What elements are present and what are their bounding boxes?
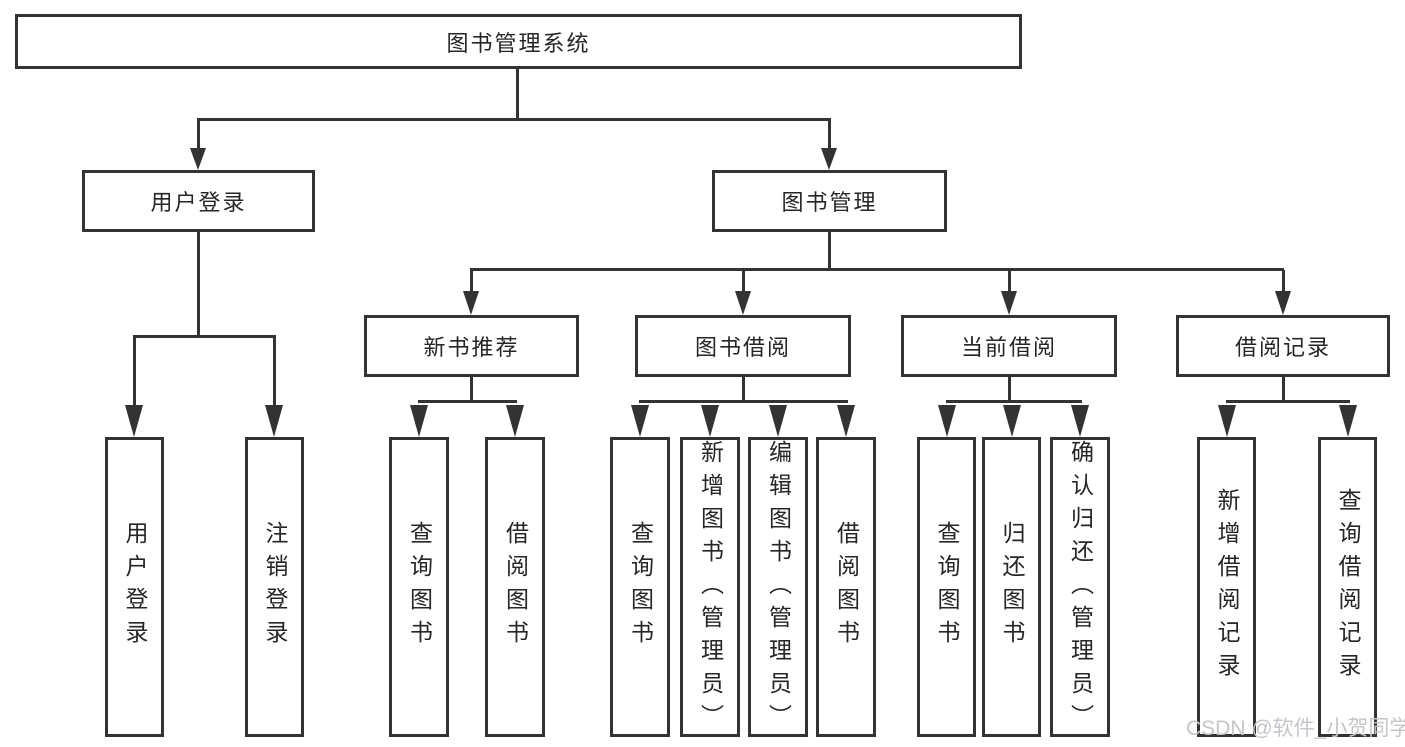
connector-level1-rail xyxy=(197,118,831,121)
watermark: CSDN @软件_小贺同学 xyxy=(1186,717,1405,740)
connector-new-book-rail xyxy=(418,400,517,403)
down-arrow-icon xyxy=(410,405,428,437)
node-return-books: 归还图书 xyxy=(982,437,1041,737)
down-arrow-icon xyxy=(1071,405,1089,437)
down-arrow-icon xyxy=(463,291,479,315)
node-borrowing-records: 借阅记录 xyxy=(1176,315,1390,377)
node-edit-books-admin: 编辑图书（管理员） xyxy=(748,437,808,737)
node-user-login-leaf: 用户登录 xyxy=(105,437,164,737)
node-user-login: 用户登录 xyxy=(82,170,315,232)
node-new-book-recommendation: 新书推荐 xyxy=(364,315,579,377)
node-add-books-admin: 新增图书（管理员） xyxy=(680,437,740,737)
connector-book-management-stem xyxy=(828,232,831,270)
connector-root-stem xyxy=(516,69,519,120)
connector-book-borrow-drop xyxy=(742,270,745,292)
down-arrow-icon xyxy=(1275,291,1291,315)
down-arrow-icon xyxy=(1339,405,1357,437)
down-arrow-icon xyxy=(125,405,143,437)
connector-user-login-stem xyxy=(197,232,200,337)
connector-borrow-records-rail xyxy=(1226,400,1350,403)
node-query-books-2: 查询图书 xyxy=(610,437,670,737)
down-arrow-icon xyxy=(265,405,283,437)
down-arrow-icon xyxy=(190,148,206,170)
node-add-borrow-record: 新增借阅记录 xyxy=(1197,437,1256,737)
down-arrow-icon xyxy=(506,405,524,437)
connector-current-borrow-drop xyxy=(1008,270,1011,292)
connector-current-borrow-rail xyxy=(946,400,1082,403)
node-library-management-system: 图书管理系统 xyxy=(15,14,1022,69)
connector-level3-rail xyxy=(470,268,1284,271)
connector-user-login-rail xyxy=(133,335,276,338)
node-query-books-1: 查询图书 xyxy=(389,437,449,737)
down-arrow-icon xyxy=(769,405,787,437)
down-arrow-icon xyxy=(631,405,649,437)
connector-user-login-drop xyxy=(197,120,200,150)
node-query-borrow-record: 查询借阅记录 xyxy=(1318,437,1377,737)
connector-book-borrow-stem xyxy=(742,377,745,403)
connector-book-management-drop xyxy=(828,120,831,150)
down-arrow-icon xyxy=(821,148,837,170)
connector-login-leaf-drop xyxy=(133,337,136,410)
connector-new-book-drop xyxy=(470,270,473,292)
down-arrow-icon xyxy=(1003,405,1021,437)
node-logout: 注销登录 xyxy=(245,437,304,737)
node-borrow-books-1: 借阅图书 xyxy=(485,437,545,737)
node-confirm-return-admin: 确认归还（管理员） xyxy=(1050,437,1110,737)
down-arrow-icon xyxy=(701,405,719,437)
connector-new-book-stem xyxy=(470,377,473,403)
down-arrow-icon xyxy=(938,405,956,437)
node-book-borrowing: 图书借阅 xyxy=(635,315,851,377)
node-book-management: 图书管理 xyxy=(712,170,947,232)
down-arrow-icon xyxy=(1001,291,1017,315)
connector-borrow-records-drop xyxy=(1282,270,1285,292)
connector-current-borrow-stem xyxy=(1008,377,1011,403)
down-arrow-icon xyxy=(1218,405,1236,437)
connector-logout-leaf-drop xyxy=(273,337,276,410)
down-arrow-icon xyxy=(735,291,751,315)
node-query-books-3: 查询图书 xyxy=(917,437,976,737)
connector-borrow-records-stem xyxy=(1282,377,1285,403)
node-current-borrowing: 当前借阅 xyxy=(901,315,1117,377)
down-arrow-icon xyxy=(837,405,855,437)
node-borrow-books-2: 借阅图书 xyxy=(816,437,876,737)
connector-book-borrow-rail xyxy=(639,400,848,403)
